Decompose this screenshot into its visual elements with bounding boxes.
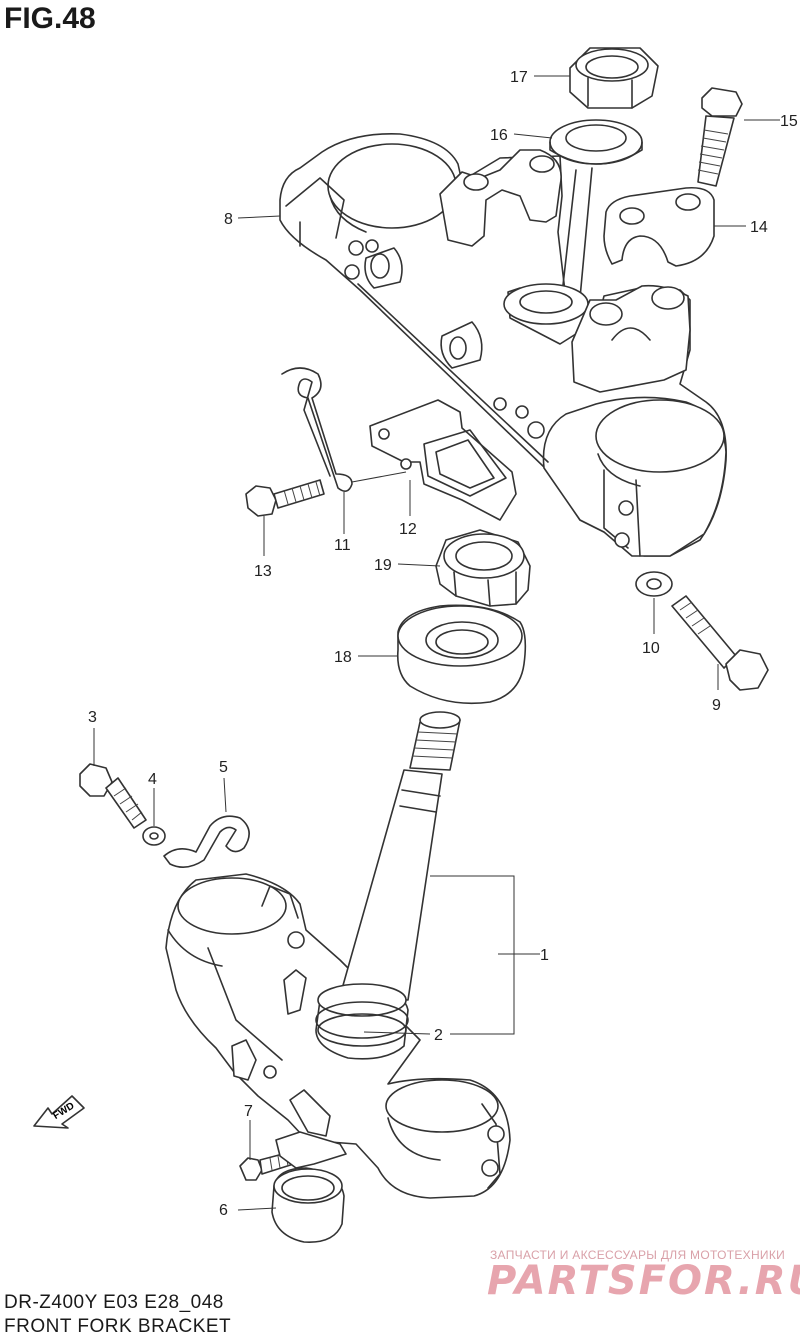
callout-17: 17 bbox=[510, 69, 528, 86]
part-5-clip bbox=[163, 815, 250, 868]
callout-5: 5 bbox=[219, 759, 228, 776]
callout-6: 6 bbox=[219, 1202, 228, 1219]
part-15-bolt bbox=[697, 87, 743, 187]
figure-title: FIG.48 bbox=[4, 2, 96, 35]
callout-8: 8 bbox=[224, 211, 233, 228]
part-17-stem-nut bbox=[569, 47, 659, 109]
callout-3: 3 bbox=[88, 709, 97, 726]
callout-18: 18 bbox=[334, 649, 352, 666]
callout-19: 19 bbox=[374, 557, 392, 574]
callout-14: 14 bbox=[750, 219, 768, 236]
part-12-cable-guide bbox=[369, 399, 517, 521]
part-3-bolt bbox=[79, 763, 147, 829]
callout-labels: 1 2 3 4 5 6 7 8 9 10 11 12 13 14 15 16 1… bbox=[88, 69, 798, 1219]
part-13-bolt bbox=[245, 479, 325, 517]
part-14-handlebar-holder-upper bbox=[603, 186, 715, 267]
callout-2: 2 bbox=[434, 1027, 443, 1044]
callout-9: 9 bbox=[712, 697, 721, 714]
part-11-clip bbox=[281, 367, 353, 492]
watermark-brand: PARTSFOR.RU bbox=[487, 1258, 800, 1304]
part-4-washer bbox=[142, 826, 166, 846]
callout-10: 10 bbox=[642, 640, 660, 657]
callout-1: 1 bbox=[540, 947, 549, 964]
fwd-arrow-icon: FWD bbox=[33, 1095, 85, 1129]
part-9-bolt bbox=[671, 595, 769, 691]
callout-11: 11 bbox=[334, 537, 351, 554]
part-1-steering-stem-lower-bracket bbox=[165, 711, 511, 1199]
figure-caption: FRONT FORK BRACKET bbox=[4, 1316, 232, 1337]
callout-13: 13 bbox=[254, 563, 272, 580]
part-10-washer bbox=[635, 571, 673, 597]
part-6-hose-guide bbox=[271, 1167, 345, 1243]
callout-15: 15 bbox=[780, 113, 798, 130]
part-16-washer bbox=[549, 119, 643, 165]
callout-7: 7 bbox=[244, 1103, 253, 1120]
part-19-lock-nut bbox=[435, 529, 531, 607]
part-2-dust-seal bbox=[315, 1001, 409, 1047]
part-8-upper-bracket bbox=[279, 133, 727, 557]
part-18-bearing bbox=[396, 604, 527, 705]
callout-16: 16 bbox=[490, 127, 508, 144]
part-7-bolt bbox=[239, 1131, 347, 1181]
leader-lines bbox=[93, 75, 780, 1211]
watermark-tagline: ЗАПЧАСТИ И АКСЕССУАРЫ ДЛЯ МОТОТЕХНИКИ bbox=[490, 1248, 786, 1262]
model-code: DR-Z400Y E03 E28_048 bbox=[4, 1292, 224, 1313]
callout-4: 4 bbox=[148, 771, 157, 788]
callout-12: 12 bbox=[399, 521, 417, 538]
